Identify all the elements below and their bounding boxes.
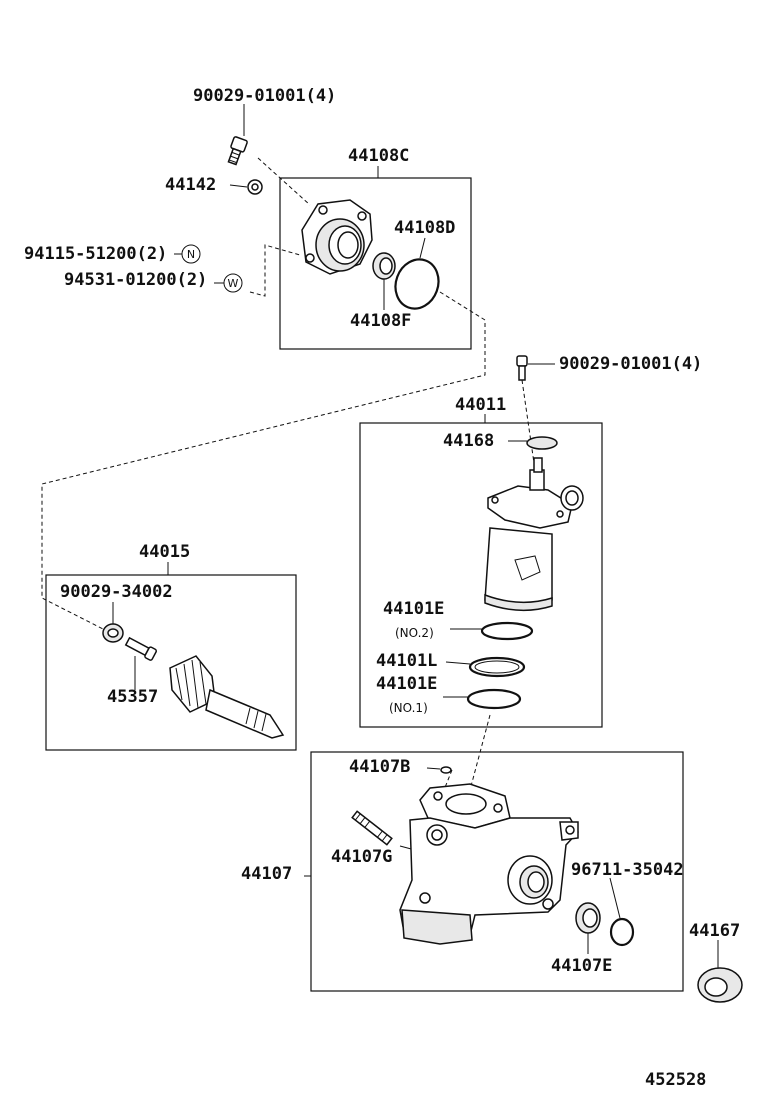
label-bearing-assy: 44108C xyxy=(348,146,409,166)
label-pin-44107b: 44107B xyxy=(349,757,410,777)
label-bolt-top: 90029-01001(4) xyxy=(193,86,336,106)
label-oring-96711: 96711-35042 xyxy=(571,860,684,880)
seal-44167-icon xyxy=(697,967,743,1003)
label-valve-assy: 44011 xyxy=(455,395,506,415)
label-ref-number: 452528 xyxy=(645,1070,706,1090)
nut-icon xyxy=(247,179,263,195)
box-44015 xyxy=(45,574,297,751)
pinion-shaft-icon xyxy=(169,655,285,739)
washer-mark-w-icon: W xyxy=(223,273,243,293)
label-plug-n: 94115-51200(2) xyxy=(24,244,167,264)
label-stud-44107g: 44107G xyxy=(331,847,392,867)
label-ring-44101l: 44101L xyxy=(376,651,437,671)
box-44107 xyxy=(310,751,684,992)
dash-oring-to-shaft xyxy=(41,291,486,631)
box-44011 xyxy=(359,422,603,728)
dash-washer-to-flange xyxy=(249,244,301,297)
seal-ring-icon xyxy=(372,252,396,280)
gear-housing-icon xyxy=(399,783,579,945)
leader-ring-44101l xyxy=(445,661,471,665)
dash-valve-to-housing xyxy=(469,714,491,791)
label-seal-44108f: 44108F xyxy=(350,311,411,331)
label-seal-44167: 44167 xyxy=(689,921,740,941)
label-no1: (NO.1) xyxy=(389,701,428,715)
backup-ring-icon xyxy=(468,656,526,678)
label-bolt-45357: 45357 xyxy=(107,687,158,707)
label-bolt-right: 90029-01001(4) xyxy=(559,354,702,374)
leader-oring-44108d xyxy=(419,237,426,259)
pin-44107b-icon xyxy=(440,766,452,774)
label-oring-44101e-no1: 44101E xyxy=(376,674,437,694)
oring-no1-icon xyxy=(466,688,522,710)
label-oring-44108d: 44108D xyxy=(394,218,455,238)
seal-44107e-icon xyxy=(575,902,601,934)
control-valve-icon xyxy=(484,457,584,612)
nut-90029-icon xyxy=(102,623,124,643)
bolt-right-icon xyxy=(516,355,528,381)
bolt-45357-icon xyxy=(124,636,157,661)
box-44108c xyxy=(279,177,472,350)
label-cap-44168: 44168 xyxy=(443,431,494,451)
oring-96711-icon xyxy=(609,917,635,947)
label-housing-44107: 44107 xyxy=(241,864,292,884)
label-shaft-assy: 44015 xyxy=(139,542,190,562)
dash-pin-to-housing xyxy=(439,769,453,801)
leader-nut-44142 xyxy=(229,184,248,188)
leader-pin-44107b xyxy=(426,767,441,770)
label-oring-44101e-no2: 44101E xyxy=(383,599,444,619)
bearing-flange-icon xyxy=(301,199,373,275)
label-nut-44142: 44142 xyxy=(165,175,216,195)
dash-bolt-to-flange xyxy=(257,157,311,206)
stud-bolt-icon xyxy=(351,810,393,846)
cap-icon xyxy=(526,436,558,450)
label-no2: (NO.2) xyxy=(395,626,434,640)
svg-text:N: N xyxy=(187,248,195,261)
label-seal-44107e: 44107E xyxy=(551,956,612,976)
dash-bolt-to-valve xyxy=(521,379,536,471)
oring-icon xyxy=(394,258,440,310)
label-washer-w: 94531-01200(2) xyxy=(64,270,207,290)
bolt-icon xyxy=(227,136,248,166)
label-nut-90029: 90029-34002 xyxy=(60,582,173,602)
svg-text:W: W xyxy=(228,277,239,290)
plug-mark-n-icon: N xyxy=(181,244,201,264)
oring-no2-icon xyxy=(480,621,534,641)
leader-oring-96711 xyxy=(609,877,621,919)
